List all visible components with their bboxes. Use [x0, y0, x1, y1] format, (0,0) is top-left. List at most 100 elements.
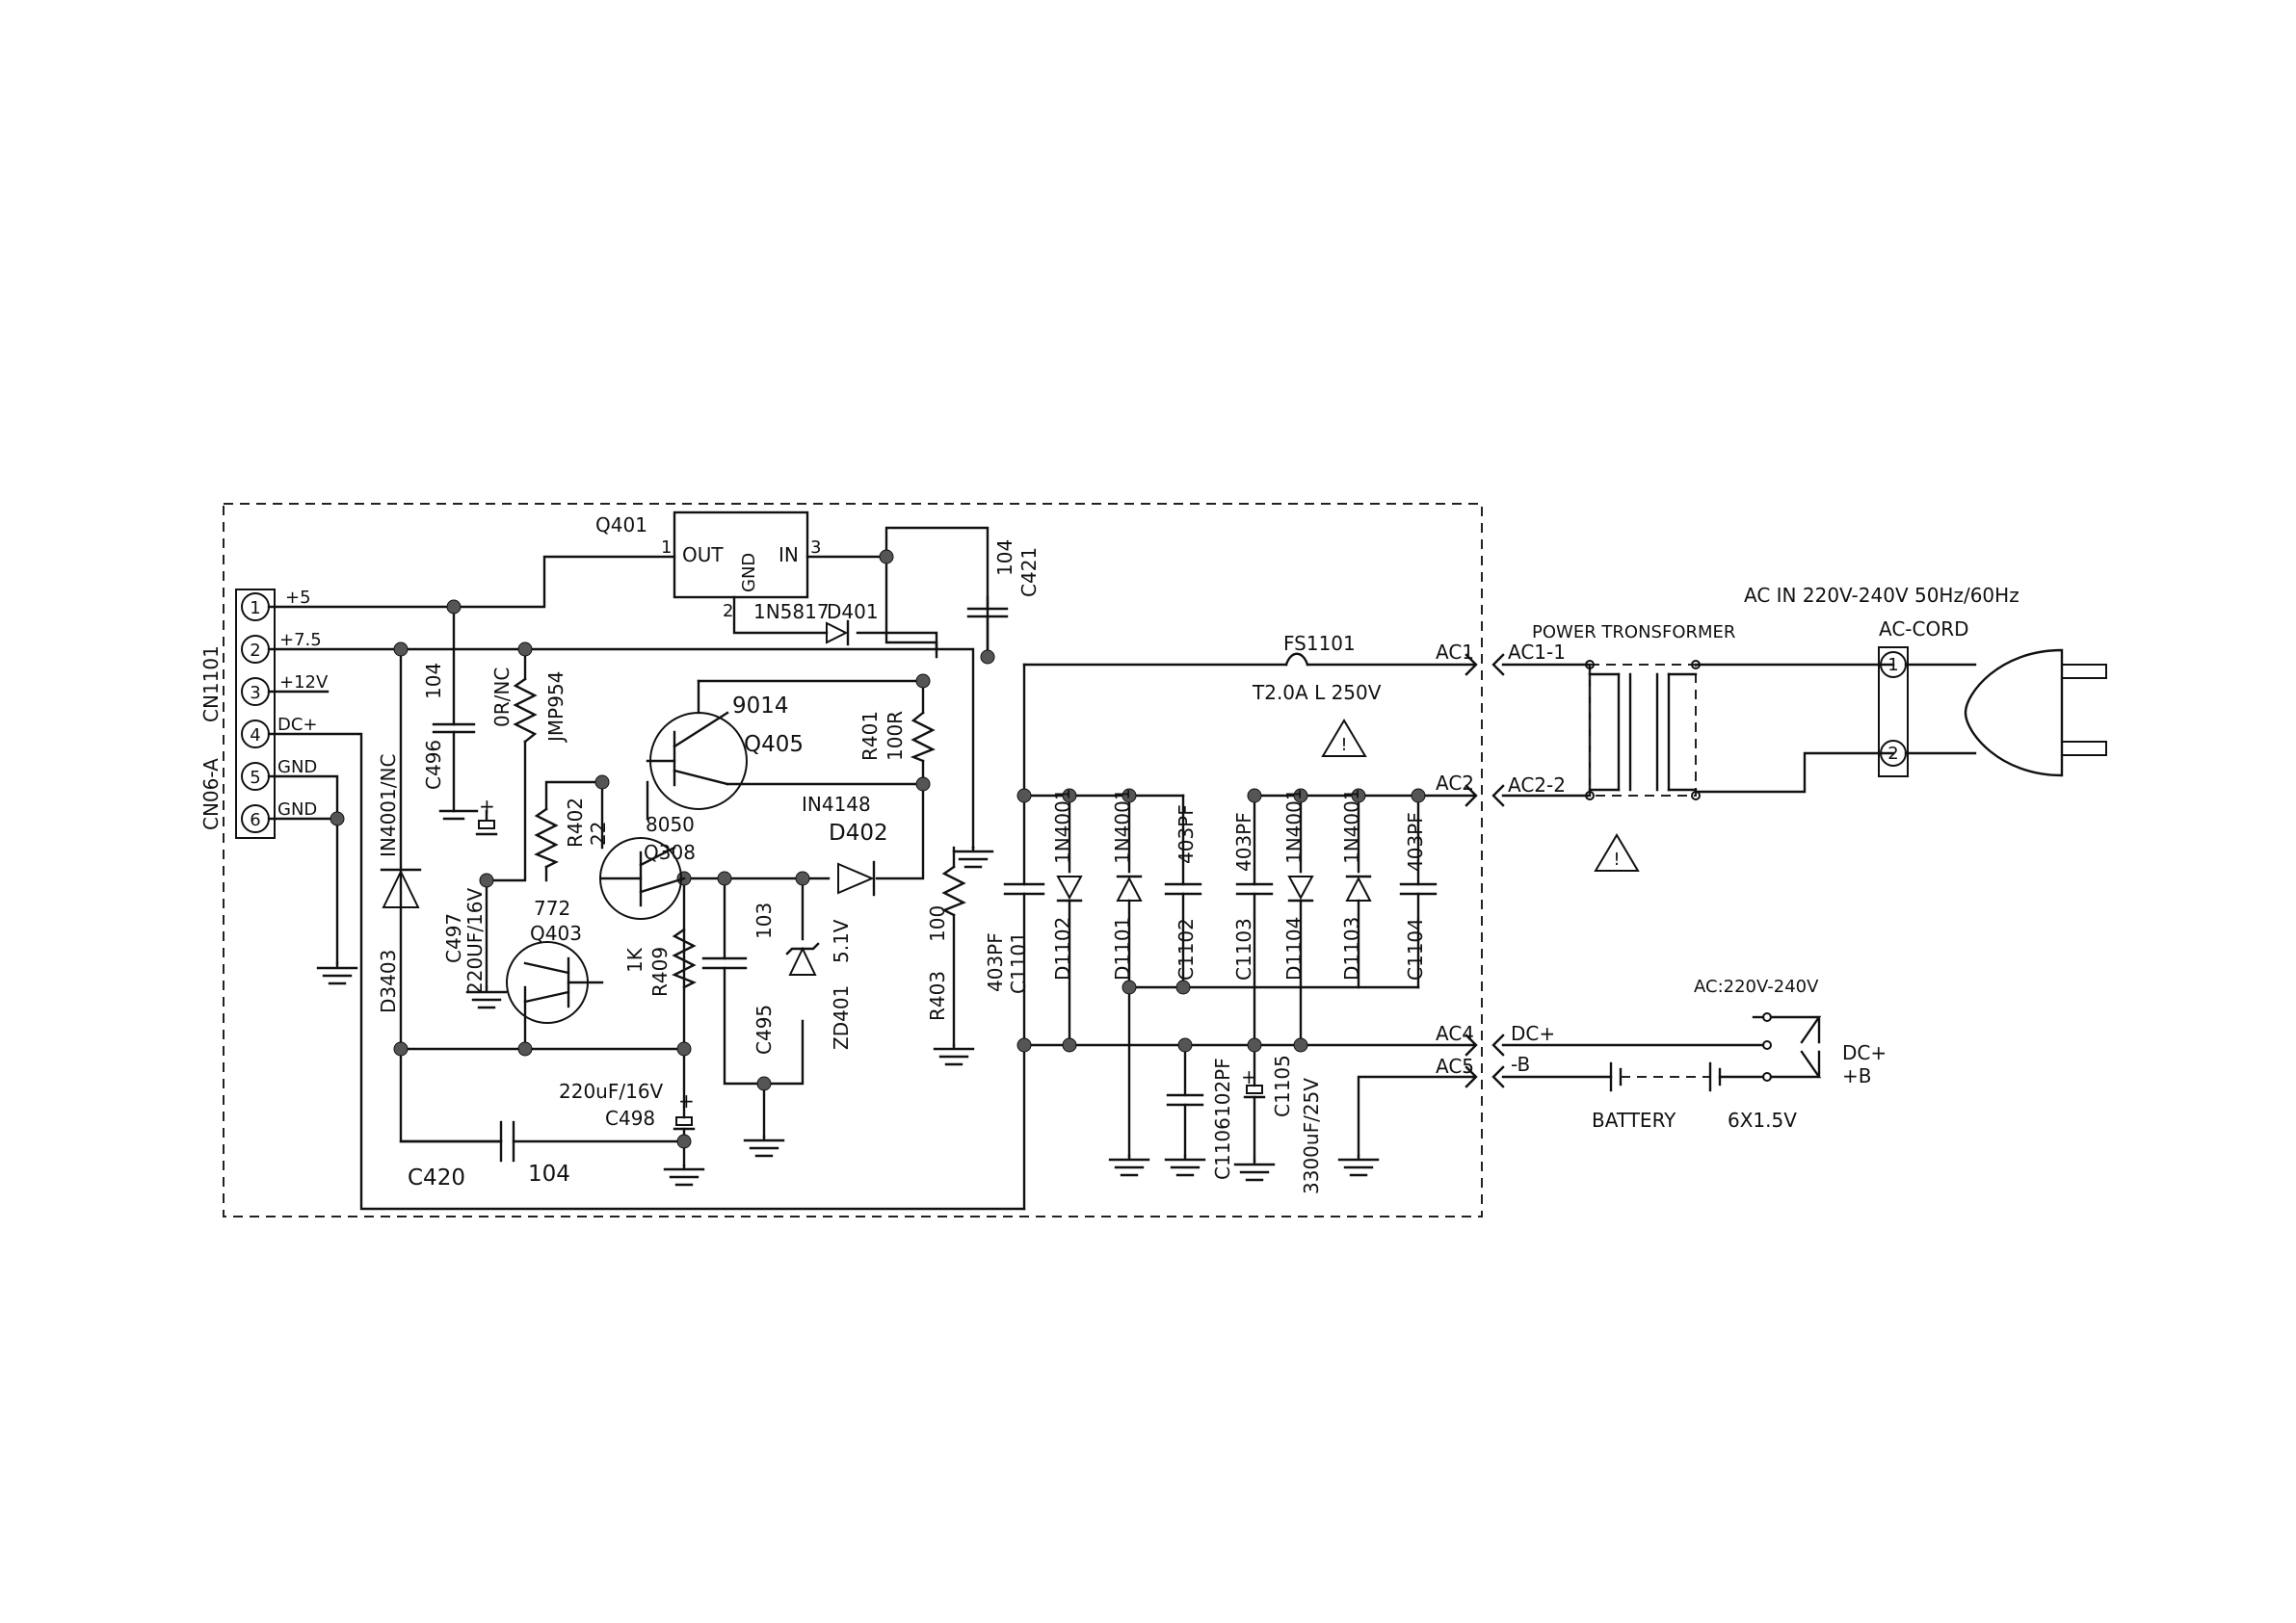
- capacitor-c1101: 403PF C1101: [984, 882, 1045, 994]
- plus-b-label: +B: [1842, 1064, 1871, 1087]
- junction-dots: [330, 549, 1426, 1149]
- q308-ref: Q308: [644, 841, 696, 864]
- jmp954-ref: JMP954: [544, 671, 567, 744]
- diode-d402: IN4148 D402: [802, 793, 888, 897]
- d1101-part: 1N4001: [1111, 788, 1134, 864]
- c498-value: 220uF/16V: [559, 1080, 664, 1103]
- d3403-ref: D3403: [377, 950, 400, 1013]
- c497-value: 220UF/16V: [463, 887, 487, 994]
- c1105-ref: C1105: [1271, 1055, 1294, 1117]
- transistor-q403: 772 Q403: [506, 897, 604, 1024]
- c1105-plus: +: [1241, 1065, 1257, 1088]
- zd401-value: 5.1V: [830, 919, 853, 963]
- c1101-value: 403PF: [984, 932, 1007, 992]
- jumper-jmp954: 0R/NC JMP954: [490, 668, 567, 744]
- c1104-value: 403PF: [1404, 812, 1427, 872]
- r409-value: 1K: [623, 947, 647, 973]
- pin-3-signal: +12V: [279, 672, 329, 693]
- net-ac4: AC4: [1436, 1022, 1474, 1045]
- pin-5-signal: GND: [277, 757, 317, 777]
- c421-value: 104: [993, 539, 1016, 576]
- c1103-ref: C1103: [1232, 918, 1255, 981]
- d1104-part: 1N4001: [1282, 788, 1306, 864]
- c421-ref: C421: [1017, 547, 1041, 597]
- c1102-value: 403PF: [1174, 804, 1198, 864]
- capacitor-c1105: + C1105 3300uF/25V: [1241, 1055, 1323, 1194]
- d402-ref: D402: [829, 821, 888, 846]
- d1102-part: 1N4001: [1051, 788, 1074, 864]
- net-labels: AC1 AC2 AC4 AC5: [1436, 641, 1505, 1088]
- r403-ref: R403: [926, 971, 949, 1021]
- transformer-ac1-1: AC1-1: [1508, 641, 1566, 664]
- diode-d3403: IN4001/NC D3403: [377, 754, 422, 1013]
- d1104-ref: D1104: [1282, 917, 1306, 981]
- net-ac2: AC2: [1436, 772, 1474, 795]
- q403-part: 772: [534, 897, 570, 920]
- r402-value: 22: [587, 822, 610, 846]
- c495-value: 103: [752, 903, 776, 939]
- capacitor-c495: 103 C495: [701, 903, 776, 1055]
- fuse-fs1101: FS1101 T2.0A L 250V: [1252, 632, 1382, 704]
- battery-label: BATTERY: [1592, 1109, 1676, 1132]
- d1103-ref: D1103: [1340, 917, 1363, 981]
- r402-ref: R402: [564, 798, 587, 848]
- pin-1-signal: +5: [285, 588, 311, 608]
- transistor-q308: 8050 Q308: [599, 813, 696, 920]
- capacitor-c497: + C497 220UF/16V: [442, 795, 498, 994]
- c1103-value: 403PF: [1232, 812, 1255, 872]
- ac-cord-pin2: 2: [1887, 744, 1898, 764]
- d1102-ref: D1102: [1051, 917, 1074, 981]
- ac-cord-label: AC-CORD: [1879, 617, 1969, 641]
- ac-cord: AC IN 220V-240V 50Hz/60Hz AC-CORD 1 2: [1744, 584, 2107, 777]
- regulator-gnd-label: GND: [739, 553, 759, 592]
- regulator-q401: OUT IN GND Q401 1 3 2: [595, 510, 821, 621]
- c1105-value: 3300uF/25V: [1300, 1078, 1323, 1194]
- transistor-q405: 9014 Q405: [646, 694, 804, 810]
- minus-b-label: -B: [1511, 1053, 1530, 1076]
- d3403-part: IN4001/NC: [377, 754, 400, 857]
- c496-ref: C496: [422, 740, 445, 790]
- capacitor-c498: + 220uF/16V C498: [559, 1080, 696, 1131]
- ground-symbols: [316, 809, 1380, 1187]
- q308-part: 8050: [646, 813, 695, 836]
- pin-6-signal: GND: [277, 799, 317, 820]
- pin-3-number: 3: [250, 683, 260, 703]
- pin-2-number: 2: [250, 641, 260, 661]
- power-transformer: POWER TRONSFORMER AC1-1 AC2-2: [1501, 622, 1735, 800]
- connector-ref: CN1101: [199, 645, 223, 722]
- c1106-ref: C1106: [1211, 1117, 1234, 1180]
- c498-plus: +: [678, 1089, 695, 1113]
- pin-5-number: 5: [250, 768, 260, 788]
- c498-ref: C498: [605, 1107, 655, 1130]
- fuse-ref: FS1101: [1283, 632, 1356, 655]
- bridge-rectifier: 1N4001 D1102 1N4001 D1101 403PF C1102 40…: [1051, 788, 1438, 981]
- c497-plus: +: [479, 795, 495, 818]
- regulator-ref: Q401: [595, 513, 647, 537]
- ac-in-title: AC IN 220V-240V 50Hz/60Hz: [1744, 584, 2019, 607]
- dc-plus-left: DC+: [1511, 1022, 1555, 1045]
- fuse-rating: T2.0A L 250V: [1252, 681, 1382, 704]
- c1106-value: 102PF: [1211, 1058, 1234, 1117]
- pcb-boundary: [223, 503, 1483, 1217]
- capacitor-c420: C420 104: [408, 1120, 570, 1191]
- resistor-r409: 1K R409: [623, 928, 697, 997]
- q403-ref: Q403: [530, 922, 582, 945]
- transformer-title: POWER TRONSFORMER: [1532, 622, 1735, 642]
- regulator-pin1: 1: [661, 537, 672, 558]
- r403-value: 100: [926, 905, 949, 942]
- capacitor-c1106: C1106 102PF: [1166, 1058, 1234, 1180]
- pin-4-number: 4: [250, 725, 260, 746]
- battery-spec: 6X1.5V: [1728, 1109, 1797, 1132]
- ac-range-label: AC:220V-240V: [1694, 977, 1819, 997]
- pin-6-number: 6: [250, 810, 260, 830]
- resistor-r402: R402 22: [534, 798, 610, 869]
- r401-ref: R401: [858, 711, 882, 761]
- q405-part: 9014: [732, 694, 789, 719]
- capacitor-c421: 104 C421: [966, 539, 1041, 618]
- c420-ref: C420: [408, 1165, 465, 1191]
- c497-ref: C497: [442, 913, 465, 963]
- zener-zd401: ZD401 5.1V: [785, 919, 853, 1050]
- ac-cord-pin1: 1: [1887, 655, 1898, 675]
- pin-2-signal: +7.5: [279, 630, 322, 650]
